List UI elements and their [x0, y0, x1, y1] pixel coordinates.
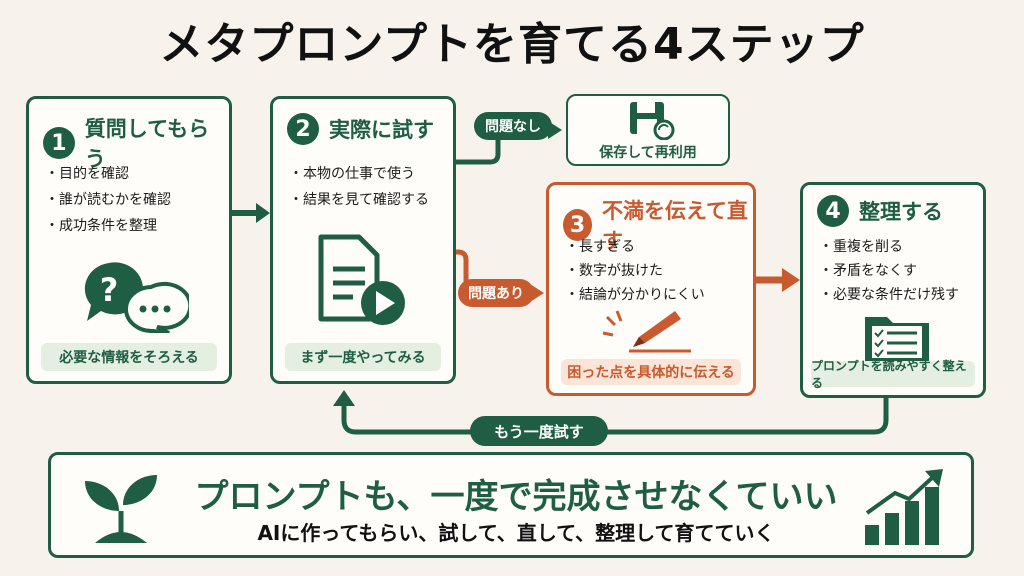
step-2-bullet: 本物の仕事で使う: [289, 161, 429, 187]
step-4-bullet: 矛盾をなくす: [819, 259, 959, 283]
step-4-bullet: 必要な条件だけ残す: [819, 283, 959, 307]
step-3-bullet: 長すぎる: [565, 235, 705, 259]
step-1-footer: 必要な情報をそろえる: [41, 343, 217, 371]
step-1-card: 1 質問してもらう 目的を確認 誰が読むかを確認 成功条件を整理 ? 必要な情報…: [26, 96, 232, 384]
step-2-bullet: 結果を見て確認する: [289, 187, 429, 213]
step-1-bullet: 誰が読むかを確認: [45, 187, 171, 213]
svg-text:?: ?: [100, 271, 119, 309]
growth-chart-icon: [865, 469, 943, 545]
step-3-card: 3 不満を伝えて直す 長すぎる 数字が抜けた 結論が分かりにくい 困った点を具体…: [546, 182, 756, 396]
page-title: メタプロンプトを育てる4ステップ: [159, 19, 865, 70]
step-4-footer: プロンプトを読みやすく整える: [811, 359, 975, 390]
step-1-number: 1: [43, 127, 75, 159]
arrow-1-2-head: [256, 203, 270, 223]
step-3-bullet: 結論が分かりにくい: [565, 283, 705, 307]
save-reuse-label: 保存して再利用: [599, 145, 697, 161]
step-4-number: 4: [817, 195, 849, 227]
pencil-icon: [602, 310, 691, 353]
save-reuse-box: 保存して再利用: [566, 94, 730, 166]
no-problem-pill: 問題なし: [474, 112, 552, 140]
arrow-no-problem-line: [452, 127, 548, 165]
speech-bubbles-icon: ?: [84, 262, 189, 333]
step-4-bullets: 重複を削る 矛盾をなくす 必要な条件だけ残す: [819, 235, 959, 307]
retry-pill: もう一度試す: [470, 416, 608, 446]
arrow-retry-head: [333, 390, 355, 406]
step-3-bullet: 数字が抜けた: [565, 259, 705, 283]
sprout-icon: [85, 475, 157, 543]
step-2-heading: 実際に試す: [329, 118, 434, 142]
step-4-card: 4 整理する 重複を削る 矛盾をなくす 必要な条件だけ残す プロンプトを読みやす…: [800, 182, 986, 398]
bottom-banner: プロンプトも、一度で完成させなくていい AIに作ってもらい、試して、直して、整理…: [48, 452, 974, 558]
step-1-bullets: 目的を確認 誰が読むかを確認 成功条件を整理: [45, 161, 171, 239]
bottom-sub-text: AIに作ってもらい、試して、直して、整理して育てていく: [257, 521, 775, 545]
step-3-footer: 困った点を具体的に伝える: [561, 359, 741, 385]
bottom-main-text: プロンプトも、一度で完成させなくていい: [194, 477, 838, 517]
step-4-heading: 整理する: [859, 200, 943, 224]
problem-pill: 問題あり: [458, 279, 534, 307]
step-2-card: 2 実際に試す 本物の仕事で使う 結果を見て確認する まず一度やってみる: [270, 96, 456, 384]
save-disk-icon: [630, 102, 675, 140]
step-2-number: 2: [287, 113, 319, 145]
step-2-bullets: 本物の仕事で使う 結果を見て確認する: [289, 161, 429, 213]
step-2-footer: まず一度やってみる: [285, 343, 441, 371]
step-1-bullet: 成功条件を整理: [45, 213, 171, 239]
step-3-bullets: 長すぎる 数字が抜けた 結論が分かりにくい: [565, 235, 705, 307]
checklist-folder-icon: [865, 317, 929, 361]
step-4-bullet: 重複を削る: [819, 235, 959, 259]
document-play-icon: [318, 234, 405, 325]
step-1-bullet: 目的を確認: [45, 161, 171, 187]
arrow-retry-line: [341, 398, 889, 435]
arrow-problem-line: [452, 249, 530, 296]
arrow-3-4-head: [782, 268, 800, 292]
